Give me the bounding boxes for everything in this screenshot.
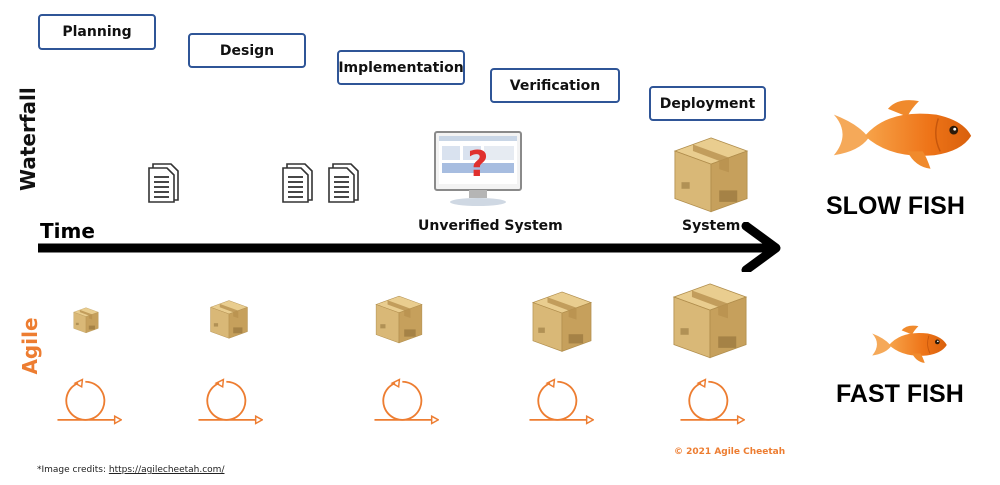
document-icon <box>280 160 316 204</box>
box-icon <box>71 306 101 334</box>
image-credits: *Image credits: https://agilecheetah.com… <box>37 465 224 475</box>
phase-planning: Planning <box>38 14 156 50</box>
goldfish-icon <box>862 323 957 365</box>
credits-link[interactable]: https://agilecheetah.com/ <box>108 465 225 475</box>
phase-deployment: Deployment <box>649 86 766 121</box>
document-icon <box>146 160 182 204</box>
credits-prefix: *Image credits: <box>37 465 109 475</box>
goldfish-icon <box>830 95 975 173</box>
monitor-icon: ? <box>434 131 522 206</box>
arrow-icon <box>38 222 781 272</box>
phase-design: Design <box>188 33 306 68</box>
box-icon <box>370 293 428 345</box>
copyright-text: © 2021 Agile Cheetah <box>674 447 786 457</box>
agile-label: Agile <box>18 317 42 375</box>
document-icon <box>326 160 362 204</box>
box-icon <box>206 298 252 340</box>
cycle-icon <box>197 370 263 436</box>
question-mark-icon: ? <box>468 144 489 185</box>
fast-fish-label: FAST FISH <box>836 380 964 408</box>
waterfall-label: Waterfall <box>16 87 40 191</box>
system-label: System <box>682 218 741 234</box>
unverified-system-label: Unverified System <box>418 218 563 234</box>
box-icon <box>526 288 598 354</box>
cycle-icon <box>56 370 122 436</box>
box-icon <box>664 279 756 361</box>
time-label: Time <box>40 219 95 243</box>
cycle-icon <box>373 370 439 436</box>
cycle-icon <box>679 370 745 436</box>
cycle-icon <box>528 370 594 436</box>
phase-implementation: Implementation <box>337 50 465 85</box>
slow-fish-label: SLOW FISH <box>826 192 965 220</box>
box-icon <box>665 133 757 215</box>
phase-verification: Verification <box>490 68 620 103</box>
